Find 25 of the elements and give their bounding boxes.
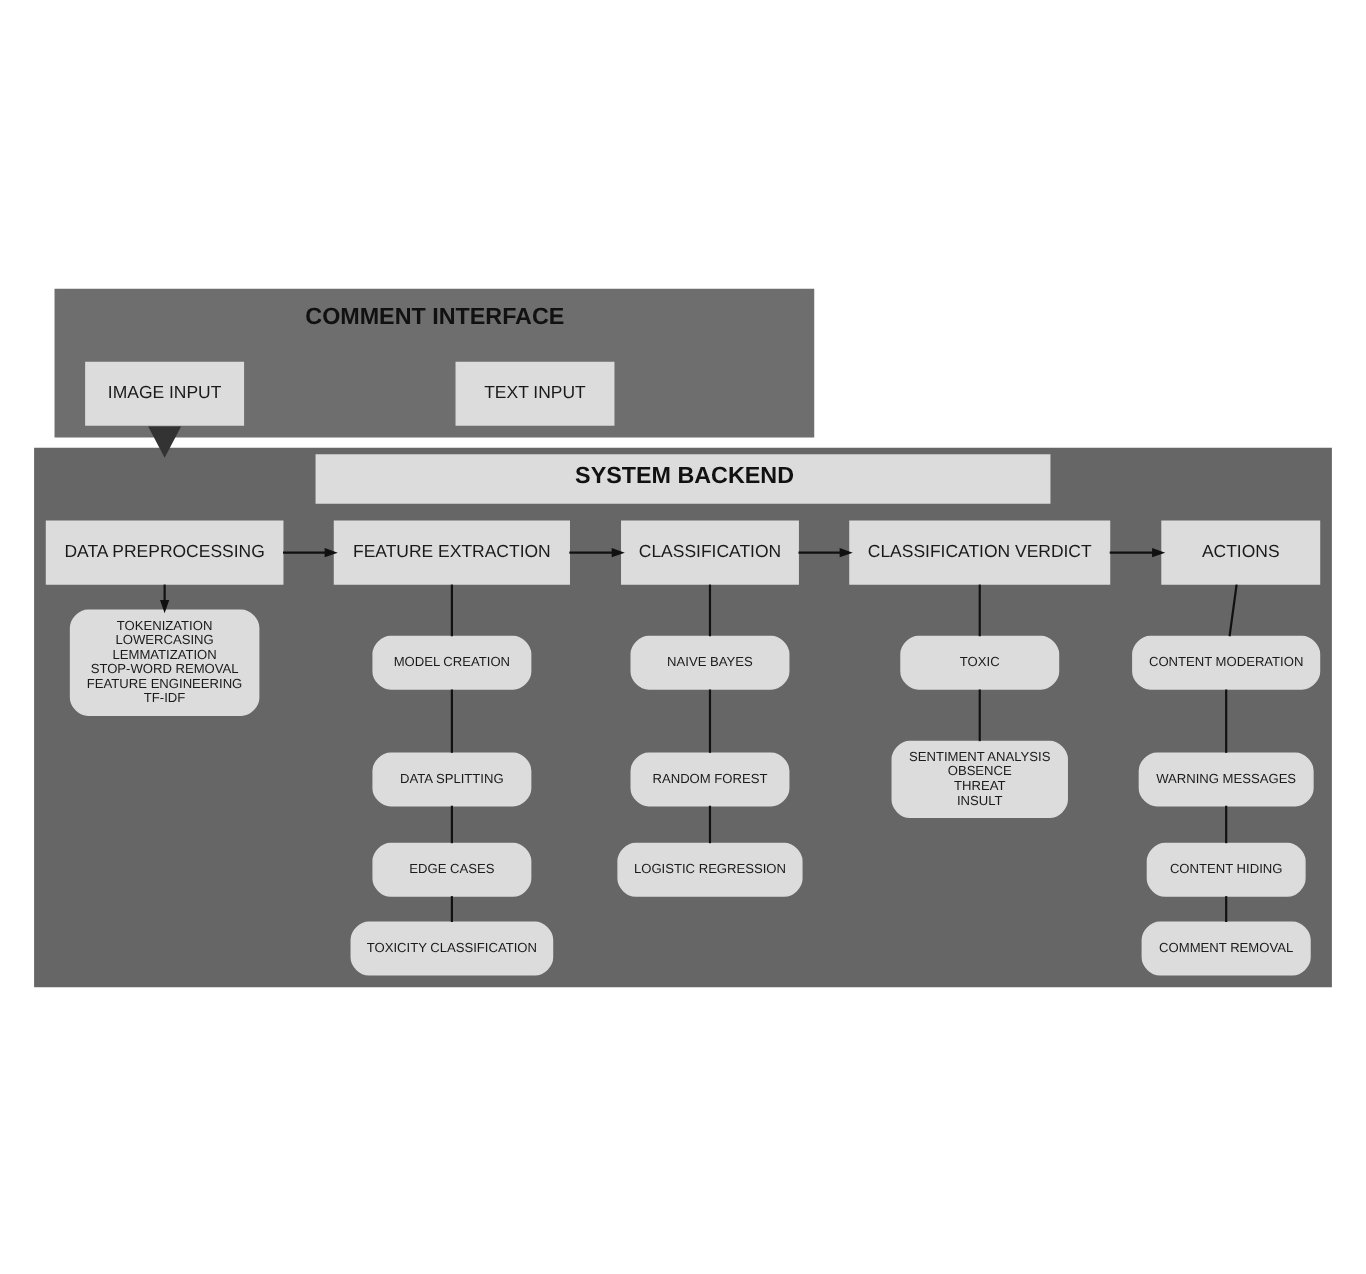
node-box: CLASSIFICATION VERDICT [849,519,1111,584]
connector [708,804,712,843]
connector [1228,583,1238,636]
connector [1225,688,1228,752]
node-box: IMAGE INPUT [85,360,245,425]
connector [450,895,453,921]
connector [708,688,712,752]
connector [1225,895,1228,921]
arrow [148,425,182,457]
connector [708,583,712,636]
connector [450,583,453,636]
node-box: CLASSIFICATION [621,519,799,584]
node-box: DATA PREPROCESSING [45,519,284,584]
connector [450,804,453,843]
node-box: ACTIONS [1161,519,1321,584]
arrow [569,547,625,557]
arrow [798,547,853,557]
node-box: TEXT INPUT [455,360,615,425]
connector [450,688,453,752]
arrow [1109,547,1166,557]
connector [1225,804,1228,843]
connector [978,688,981,741]
node-box: FEATURE EXTRACTION [333,519,570,584]
arrow [283,547,338,557]
connector [978,583,981,636]
